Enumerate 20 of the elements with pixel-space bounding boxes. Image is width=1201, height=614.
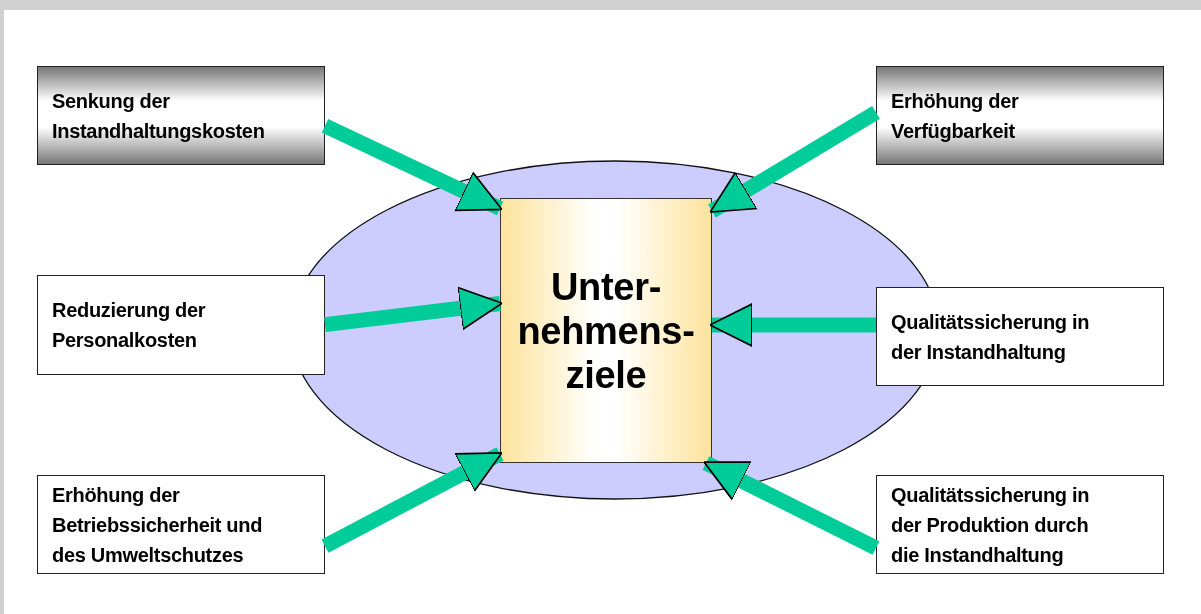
goal-text: Reduzierung der Personalkosten	[52, 298, 207, 353]
goal-text: Senkung der Instandhaltungskosten	[52, 88, 266, 144]
goal-box	[876, 287, 1164, 386]
goal-text: Qualitätssicherung in der Instandhaltung	[891, 309, 1091, 365]
central-goal-text: Unter- nehmens- ziele	[516, 264, 696, 397]
arrow	[702, 456, 880, 555]
arrow	[321, 447, 504, 553]
goal-text: Qualitätssicherung in der Produktion durch die Instandhaltung	[891, 482, 1091, 568]
goal-box	[37, 66, 325, 165]
arrow	[321, 119, 504, 216]
goal-box	[876, 66, 1164, 165]
goal-box	[37, 275, 325, 375]
goal-text: Erhöhung der Verfügbarkeit	[891, 88, 1020, 144]
arrow	[709, 303, 876, 347]
arrow	[708, 105, 880, 218]
goal-text: Erhöhung der Betriebssicherheit und des Umweltschutzes	[52, 482, 264, 568]
central-goal-box	[500, 198, 712, 463]
goal-box	[876, 475, 1164, 574]
goal-box	[37, 475, 325, 574]
arrow	[324, 286, 503, 333]
